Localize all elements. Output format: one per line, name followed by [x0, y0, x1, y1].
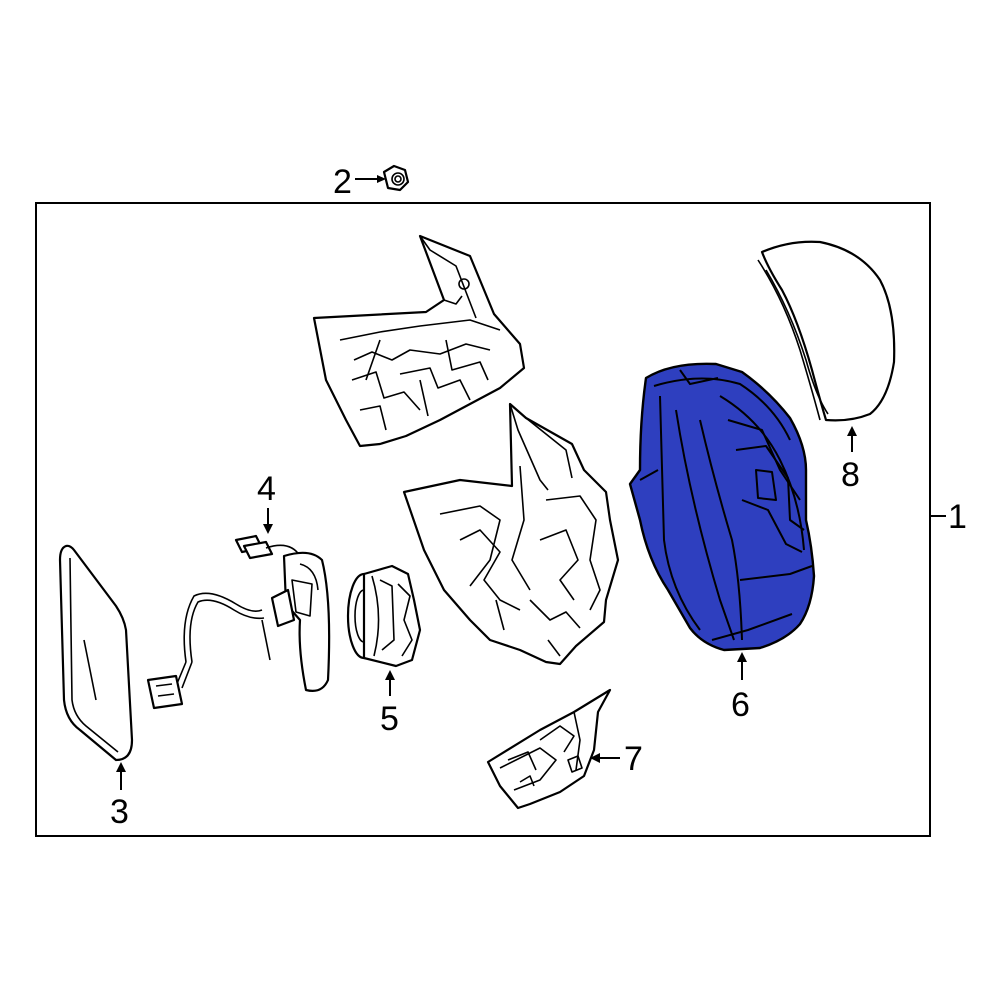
part-4-wiring-harness[interactable] — [146, 534, 331, 710]
part-7-lower-cover[interactable] — [486, 688, 612, 810]
assembly-frame — [35, 202, 931, 837]
callout-8[interactable]: 8 — [841, 426, 860, 494]
callout-5[interactable]: 5 — [380, 670, 399, 738]
callout-4[interactable]: 4 — [257, 470, 276, 534]
callout-2[interactable]: 2 — [333, 163, 386, 201]
part-8-mirror-cap[interactable] — [757, 240, 896, 422]
part-5-actuator[interactable] — [346, 564, 422, 668]
callout-6[interactable]: 6 — [731, 652, 750, 724]
upper-bracket[interactable] — [312, 234, 526, 448]
svg-text:3: 3 — [110, 793, 129, 831]
svg-text:4: 4 — [257, 470, 276, 508]
svg-text:6: 6 — [731, 686, 750, 724]
svg-text:7: 7 — [624, 740, 643, 778]
svg-text:1: 1 — [948, 498, 967, 536]
svg-text:8: 8 — [841, 456, 860, 494]
part-6-mirror-housing[interactable] — [628, 362, 816, 652]
part-3-mirror-glass[interactable] — [58, 544, 134, 762]
svg-text:2: 2 — [333, 163, 352, 201]
svg-text:5: 5 — [380, 700, 399, 738]
part-2-nut[interactable] — [382, 164, 410, 192]
mirror-base-pivot[interactable] — [402, 402, 620, 666]
callout-1[interactable]: 1 — [930, 498, 967, 536]
callout-7[interactable]: 7 — [590, 740, 643, 778]
callout-3[interactable]: 3 — [110, 762, 129, 831]
